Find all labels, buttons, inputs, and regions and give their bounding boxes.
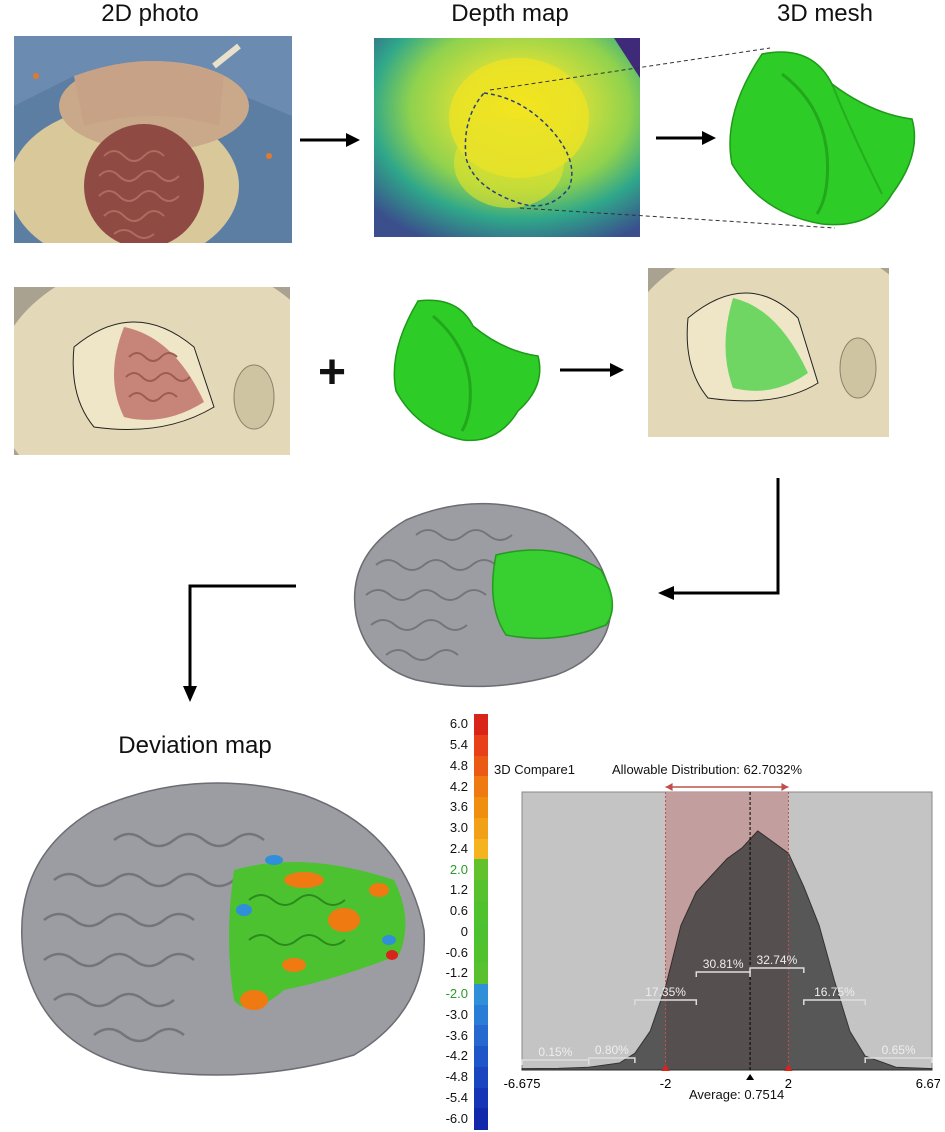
scale-segment	[474, 921, 488, 943]
distribution-area	[521, 830, 933, 1071]
scale-tick-label: 1.2	[449, 882, 468, 898]
skull-model-craniotomy	[14, 287, 290, 455]
scale-tick-label: -2.0	[445, 986, 468, 1002]
scale-segment	[474, 1108, 488, 1130]
deviation-color-scale	[474, 714, 488, 1130]
scale-segment	[474, 755, 488, 777]
scale-tick-label: -5.4	[445, 1089, 468, 1105]
tolerance-arrowhead-right	[781, 783, 789, 791]
scale-segment	[474, 776, 488, 798]
arrow-elbow-left	[658, 478, 780, 600]
depth-map-image	[374, 38, 640, 237]
brain-with-mesh	[353, 502, 614, 688]
scale-tick-label: 3.0	[449, 820, 468, 836]
scale-tick-label: 4.2	[449, 778, 468, 794]
average-label: Average: 0.7514	[689, 1087, 785, 1102]
scale-tick-label: -4.2	[445, 1048, 468, 1064]
scale-segment	[474, 838, 488, 860]
scale-tick-label: -3.0	[445, 1006, 468, 1022]
scale-tick-label: 6.0	[449, 716, 468, 732]
bin-percent-label: 0.65%	[882, 1043, 916, 1057]
bin-bracket	[588, 1057, 636, 1063]
scale-tick-label: 2.4	[449, 840, 468, 856]
tolerance-marker	[661, 1064, 670, 1071]
brain-deviation-map	[21, 782, 426, 1076]
surgical-photo	[14, 36, 292, 243]
bin-percent-label: 30.81%	[703, 957, 744, 971]
scale-segment	[474, 963, 488, 985]
scale-tick-label: 5.4	[449, 737, 468, 753]
tolerance-marker	[784, 1064, 793, 1071]
bin-percent-label: 32.74%	[757, 953, 798, 967]
title-2d-photo: 2D photo	[101, 0, 199, 27]
scale-segment	[474, 817, 488, 839]
green-mesh-small	[393, 299, 541, 442]
scale-tick-label: 0	[460, 923, 468, 939]
scale-tick-label: 0.6	[449, 903, 468, 919]
scale-tick-label: -6.0	[445, 1110, 468, 1126]
scale-segment	[474, 1025, 488, 1047]
scale-segment	[474, 797, 488, 819]
arrow-right-2	[656, 131, 716, 145]
x-tick-label: -2	[660, 1076, 672, 1091]
title-deviation-map: Deviation map	[118, 732, 272, 759]
bin-percent-label: 0.15%	[538, 1045, 572, 1059]
bin-bracket	[695, 971, 751, 977]
bin-percent-label: 0.80%	[595, 1043, 629, 1057]
title-depth-map: Depth map	[451, 0, 569, 27]
bin-bracket	[803, 999, 866, 1005]
zoom-connector-lines	[489, 47, 836, 229]
x-tick-label: 2	[785, 1076, 792, 1091]
skull-model-registered	[648, 268, 889, 437]
allowable-distribution-label: Allowable Distribution: 62.7032%	[612, 762, 803, 777]
scale-segment	[474, 714, 488, 736]
scale-tick-label: -0.6	[445, 944, 468, 960]
plus-sign: +	[318, 346, 347, 399]
arrow-right-1	[300, 133, 360, 147]
scale-tick-label: 4.8	[449, 757, 468, 773]
title-3d-mesh: 3D mesh	[776, 0, 874, 27]
arrow-right-3	[560, 363, 624, 377]
scale-segment	[474, 859, 488, 881]
scale-tick-label: 3.6	[449, 799, 468, 815]
compare-label: 3D Compare1	[494, 762, 575, 777]
scale-segment	[474, 900, 488, 922]
scale-segment	[474, 734, 488, 756]
green-mesh-3d	[729, 51, 916, 226]
x-tick-label: 6.675	[916, 1076, 940, 1091]
scale-segment	[474, 942, 488, 964]
bin-bracket	[864, 1057, 933, 1063]
bin-percent-label: 16.75%	[814, 985, 855, 999]
tolerance-arrowhead-left	[665, 783, 673, 791]
bin-bracket	[749, 967, 805, 973]
scale-tick-label: -3.6	[445, 1027, 468, 1043]
average-marker	[746, 1074, 755, 1080]
deviation-histogram: 0.15% 0.80% 17.35% 30.81% 32.74% 16.75% 0.65% -…	[504, 783, 940, 1091]
scale-segment	[474, 1004, 488, 1026]
bin-bracket	[634, 999, 698, 1005]
scale-tick-label: 2.0	[449, 861, 468, 877]
scale-segment	[474, 983, 488, 1005]
scale-tick-label: -1.2	[445, 965, 468, 981]
scale-segment	[474, 1066, 488, 1088]
x-tick-label: -6.675	[504, 1076, 541, 1091]
scale-tick-label: -4.8	[445, 1069, 468, 1085]
arrow-elbow-down	[183, 584, 296, 702]
bin-percent-label: 17.35%	[645, 985, 686, 999]
scale-segment	[474, 880, 488, 902]
scale-segment	[474, 1046, 488, 1068]
scale-segment	[474, 1087, 488, 1109]
